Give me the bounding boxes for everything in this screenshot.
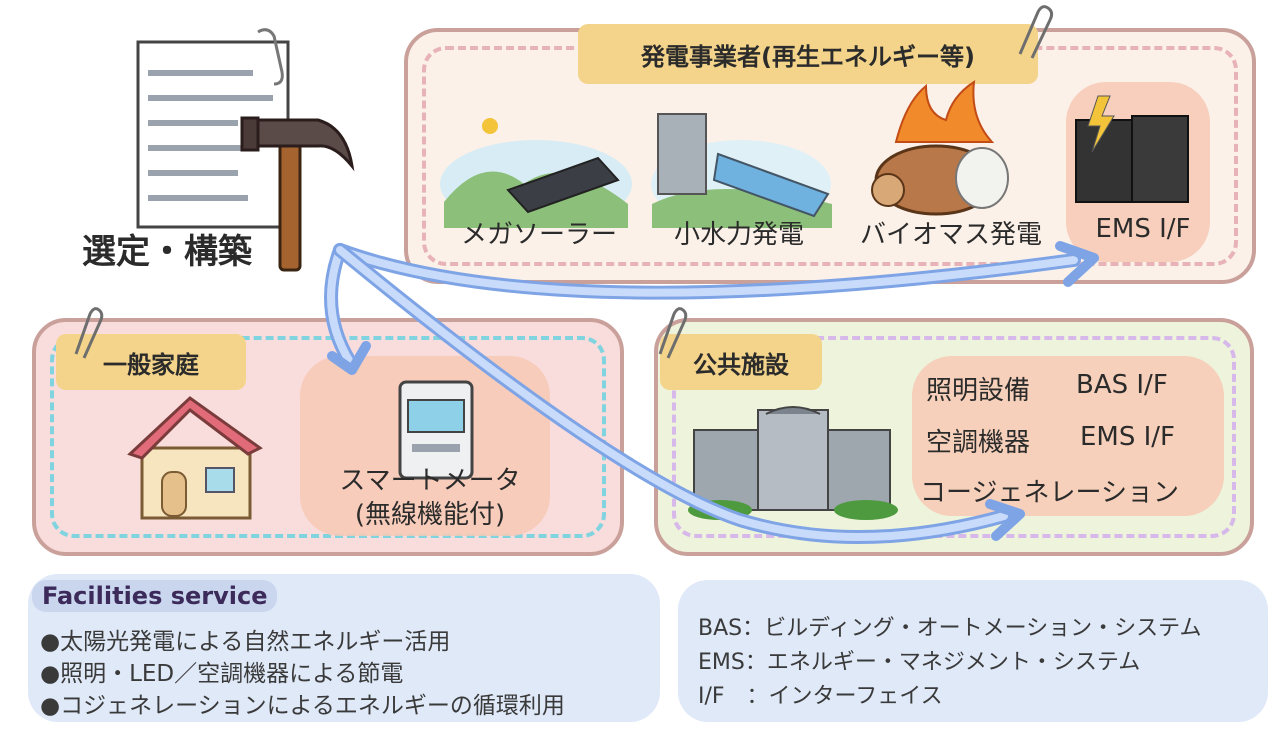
smart-meter-label-2: (無線機能付) — [354, 500, 506, 530]
facilities-title: Facilities service — [32, 580, 278, 612]
public-row1-left: 照明設備 — [926, 376, 1031, 406]
smart-meter-illustration — [398, 380, 474, 480]
main-title: 選定・構築 — [82, 232, 252, 272]
paperclip-icon — [74, 307, 104, 359]
paperclip-icon — [658, 307, 688, 359]
server-illustration — [1075, 95, 1189, 203]
small-hydro-illustration — [651, 113, 832, 228]
glossary-item: BAS：ビルディング・オートメーション・システム — [698, 616, 1202, 641]
glossary-item: EMS：エネルギー・マネジメント・システム — [698, 650, 1141, 675]
house-illustration — [127, 396, 263, 520]
producer-tag: 発電事業者(再生エネルギー等) — [578, 24, 1038, 84]
household-tag: 一般家庭 — [56, 334, 246, 390]
smart-meter-label-1: スマートメータ — [339, 466, 521, 496]
facilities-item: ●照明・LED／空調機器による節電 — [40, 661, 404, 687]
paperclip-icon — [1018, 5, 1054, 59]
public-row2-left: 空調機器 — [926, 428, 1031, 458]
biomass-illustration — [871, 80, 1009, 216]
glossary-box — [678, 580, 1268, 722]
document-hammer-illustration — [136, 28, 355, 272]
producer-label-ems: EMS I/F — [1095, 214, 1191, 244]
public-row1-right: BAS I/F — [1076, 370, 1168, 400]
producer-label-biomass: バイオマス発電 — [859, 220, 1042, 250]
facilities-item: ●太陽光発電による自然エネルギー活用 — [40, 629, 451, 655]
public-equipment-blob — [912, 356, 1224, 516]
facilities-item: ●コジェネレーションによるエネルギーの循環利用 — [40, 693, 565, 719]
producer-label-small-hydro: 小水力発電 — [673, 220, 804, 250]
public-row2-right: EMS I/F — [1080, 422, 1176, 452]
public-tag: 公共施設 — [660, 334, 822, 390]
public-building-illustration — [688, 406, 898, 520]
producer-label-mega-solar: メガソーラー — [460, 220, 617, 250]
glossary-item: I/F ：インターフェイス — [698, 684, 943, 709]
mega-solar-illustration — [440, 118, 632, 228]
public-cogeneration: コージェネレーション — [920, 478, 1179, 508]
